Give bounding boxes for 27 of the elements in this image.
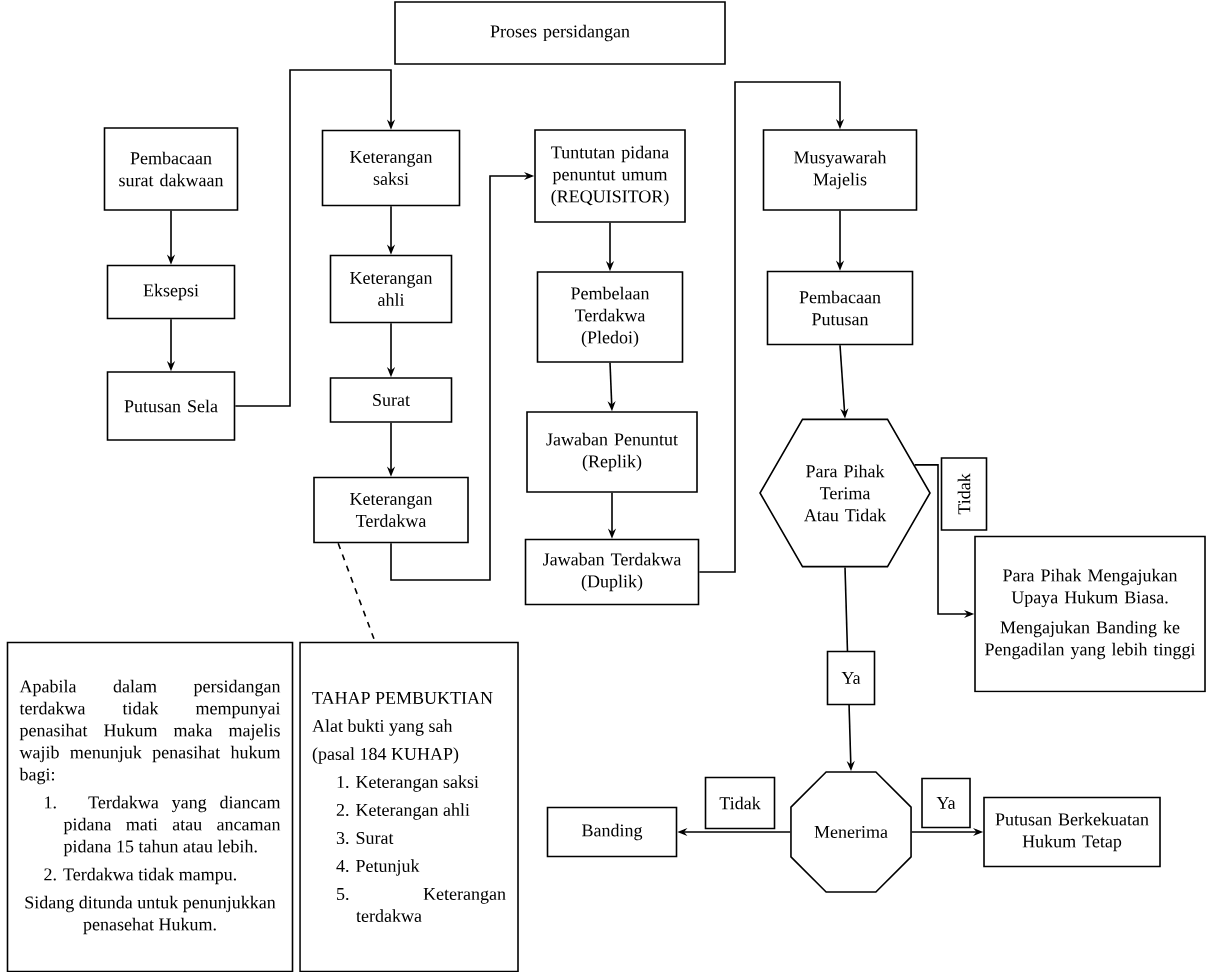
process-box: Surat [329,377,453,423]
edge-label: Ya [826,650,876,706]
process-box: Pembacaan Putusan [766,270,914,346]
process-box: Tuntutan pidana penuntut umum (REQUISITOR) [534,129,686,223]
process-box: Musyawarah Majelis [762,129,918,211]
process-box: Keterangan saksi [321,129,461,207]
process-box: Proses persidangan [394,1,726,65]
process-box: Keterangan Terdakwa [313,476,469,544]
decision-octagon: Menerima [790,771,912,893]
process-box: Pembelaan Terdakwa (Pledoi) [536,271,684,363]
process-box: Keterangan ahli [329,254,453,324]
note-box: Apabila dalam persidangan terdakwa tidak mempunyai penasihat Hukum maka majelis wajib menunjuk penasihat hukum bagi: 1. Terdakwa yang diancam pidana mati atau ancaman pidana 15 tahun atau lebih. 2. Terdakwa tidak mampu. Sidang ditunda untuk penunjukkan penasehat Hukum. [6,641,294,972]
process-box: Putusan Sela [106,371,236,441]
note-box: TAHAP PEMBUKTIAN Alat bukti yang sah (pasal 184 KUHAP) 1. Keterangan saksi 2. Keterangan ahli 3. Surat 4. Petunjuk 5. Keterangan terdakwa [299,641,519,972]
process-box: Eksepsi [106,264,236,320]
edge-label: Tidak [940,457,988,531]
decision-hexagon: Para Pihak Terima Atau Tidak [759,418,931,568]
edge-label: Tidak [704,776,776,830]
process-box: Pembacaan surat dakwaan [103,127,239,211]
arrow [234,69,396,407]
arrow [698,81,845,573]
process-box: Putusan Berkekuatan Hukum Tetap [983,796,1161,868]
edge-label: Ya [921,777,971,829]
process-box: Banding [546,806,678,858]
process-box: Jawaban Terdakwa (Duplik) [524,538,700,606]
process-box: Para Pihak Mengajukan Upaya Hukum Biasa. Mengajukan Banding ke Pengadilan yang lebih tinggi [974,535,1206,693]
process-box: Jawaban Penuntut (Replik) [526,411,698,493]
